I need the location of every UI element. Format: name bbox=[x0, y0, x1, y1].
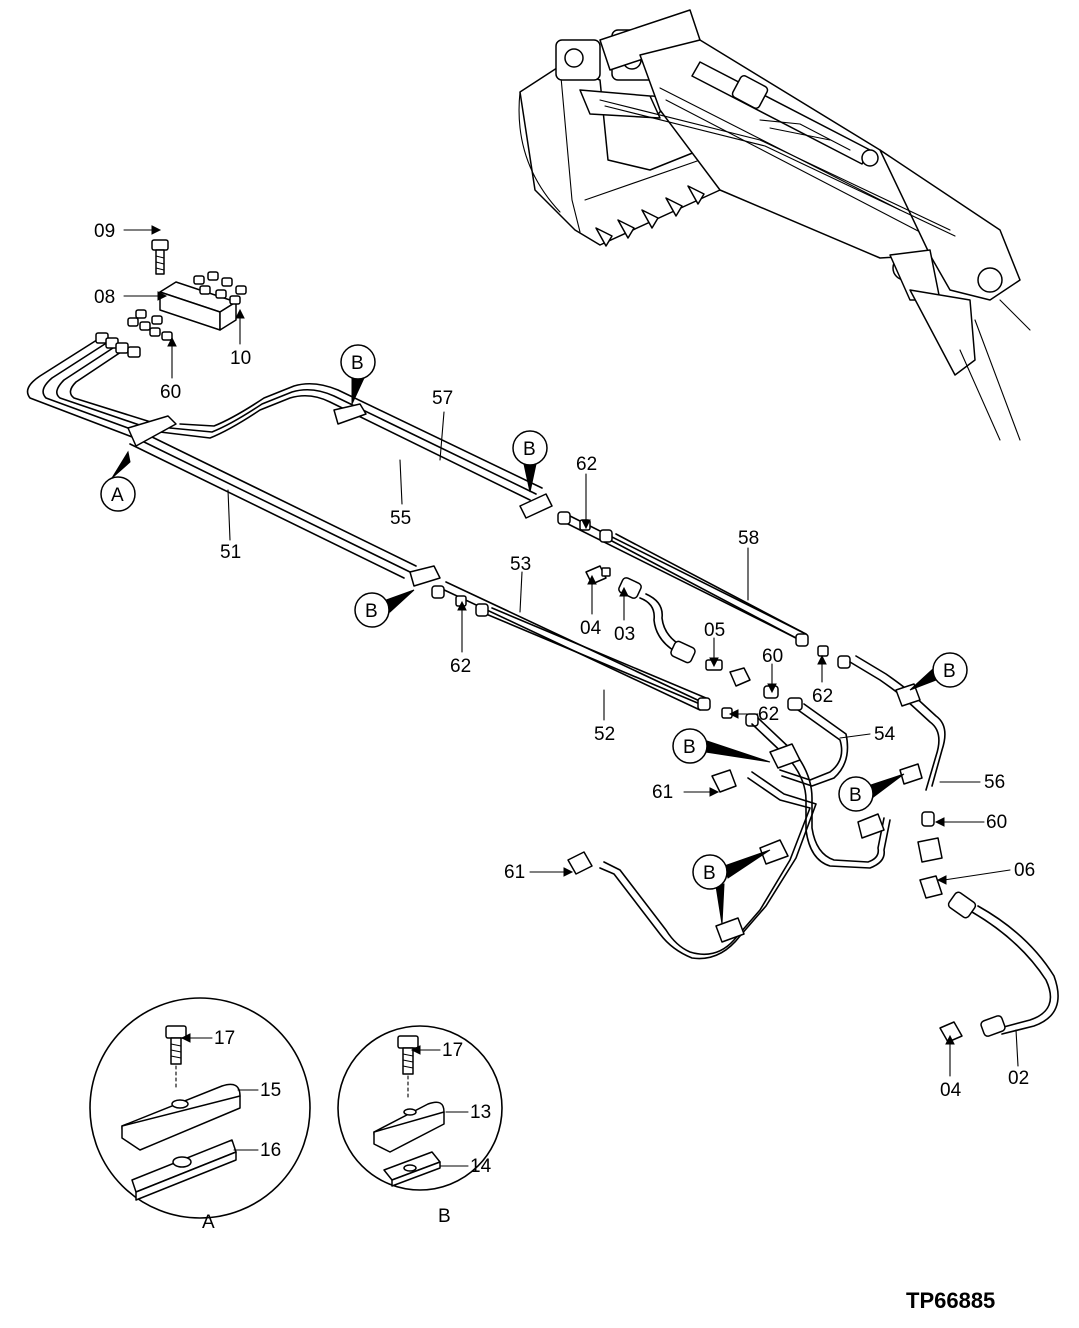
callout-16: 16 bbox=[260, 1140, 281, 1161]
callout-05: 05 bbox=[704, 620, 725, 641]
callout-09: 09 bbox=[94, 221, 115, 242]
callout-02: 02 bbox=[1008, 1068, 1029, 1089]
callout-62: 62 bbox=[450, 656, 471, 677]
leader-lines bbox=[123, 225, 1019, 1167]
callout-61: 61 bbox=[504, 862, 525, 883]
loose-fittings bbox=[567, 565, 1059, 1043]
marker-b2: B bbox=[512, 430, 548, 493]
callout-55: 55 bbox=[390, 508, 411, 529]
marker-b6: B bbox=[838, 773, 905, 812]
svg-text:B: B bbox=[849, 785, 862, 806]
callout-61: 61 bbox=[652, 782, 673, 803]
detail-a-label: A bbox=[202, 1212, 215, 1233]
marker-b4: B bbox=[909, 652, 968, 691]
svg-text:B: B bbox=[523, 439, 536, 460]
svg-text:B: B bbox=[351, 353, 364, 374]
detail-labels: A B bbox=[202, 1206, 451, 1233]
marker-b1: B bbox=[340, 344, 376, 405]
callout-17: 17 bbox=[214, 1028, 235, 1049]
marker-a: A bbox=[100, 450, 136, 512]
callout-62: 62 bbox=[576, 454, 597, 475]
callout-10: 10 bbox=[230, 348, 251, 369]
excavator-arm-illustration bbox=[518, 9, 1031, 441]
callout-62: 62 bbox=[758, 704, 779, 725]
callout-62: 62 bbox=[812, 686, 833, 707]
callout-57: 57 bbox=[432, 388, 453, 409]
callout-06: 06 bbox=[1014, 860, 1035, 881]
callout-03: 03 bbox=[614, 624, 635, 645]
callout-14: 14 bbox=[470, 1156, 492, 1177]
marker-b3: B bbox=[354, 589, 415, 628]
callout-15: 15 bbox=[260, 1080, 281, 1101]
pipe-bundle bbox=[26, 332, 946, 960]
svg-text:B: B bbox=[365, 601, 378, 622]
svg-text:B: B bbox=[703, 863, 716, 884]
callout-08: 08 bbox=[94, 287, 115, 308]
callout-52: 52 bbox=[594, 724, 615, 745]
callout-13: 13 bbox=[470, 1102, 491, 1123]
detail-b bbox=[337, 1025, 503, 1191]
callout-56: 56 bbox=[984, 772, 1005, 793]
callout-04: 04 bbox=[580, 618, 602, 639]
reference-markers: A B B B B B B bbox=[100, 344, 968, 925]
callout-53: 53 bbox=[510, 554, 531, 575]
callout-04: 04 bbox=[940, 1080, 962, 1101]
svg-text:B: B bbox=[943, 661, 956, 682]
valve-block-assembly bbox=[127, 239, 247, 341]
marker-b7: B bbox=[692, 849, 771, 925]
svg-text:B: B bbox=[683, 737, 696, 758]
svg-text:A: A bbox=[111, 485, 124, 506]
callout-60: 60 bbox=[762, 646, 783, 667]
callout-17: 17 bbox=[442, 1040, 463, 1061]
detail-b-label: B bbox=[438, 1206, 451, 1227]
callout-54: 54 bbox=[874, 724, 896, 745]
callout-60: 60 bbox=[160, 382, 181, 403]
detail-a bbox=[89, 997, 311, 1219]
callout-51: 51 bbox=[220, 542, 241, 563]
callout-labels: 09 08 10 60 57 55 51 53 62 58 04 03 05 6… bbox=[94, 221, 1035, 1177]
callout-60: 60 bbox=[986, 812, 1007, 833]
marker-b5: B bbox=[672, 728, 771, 764]
diagram-id: TP66885 bbox=[906, 1288, 995, 1313]
callout-58: 58 bbox=[738, 528, 759, 549]
